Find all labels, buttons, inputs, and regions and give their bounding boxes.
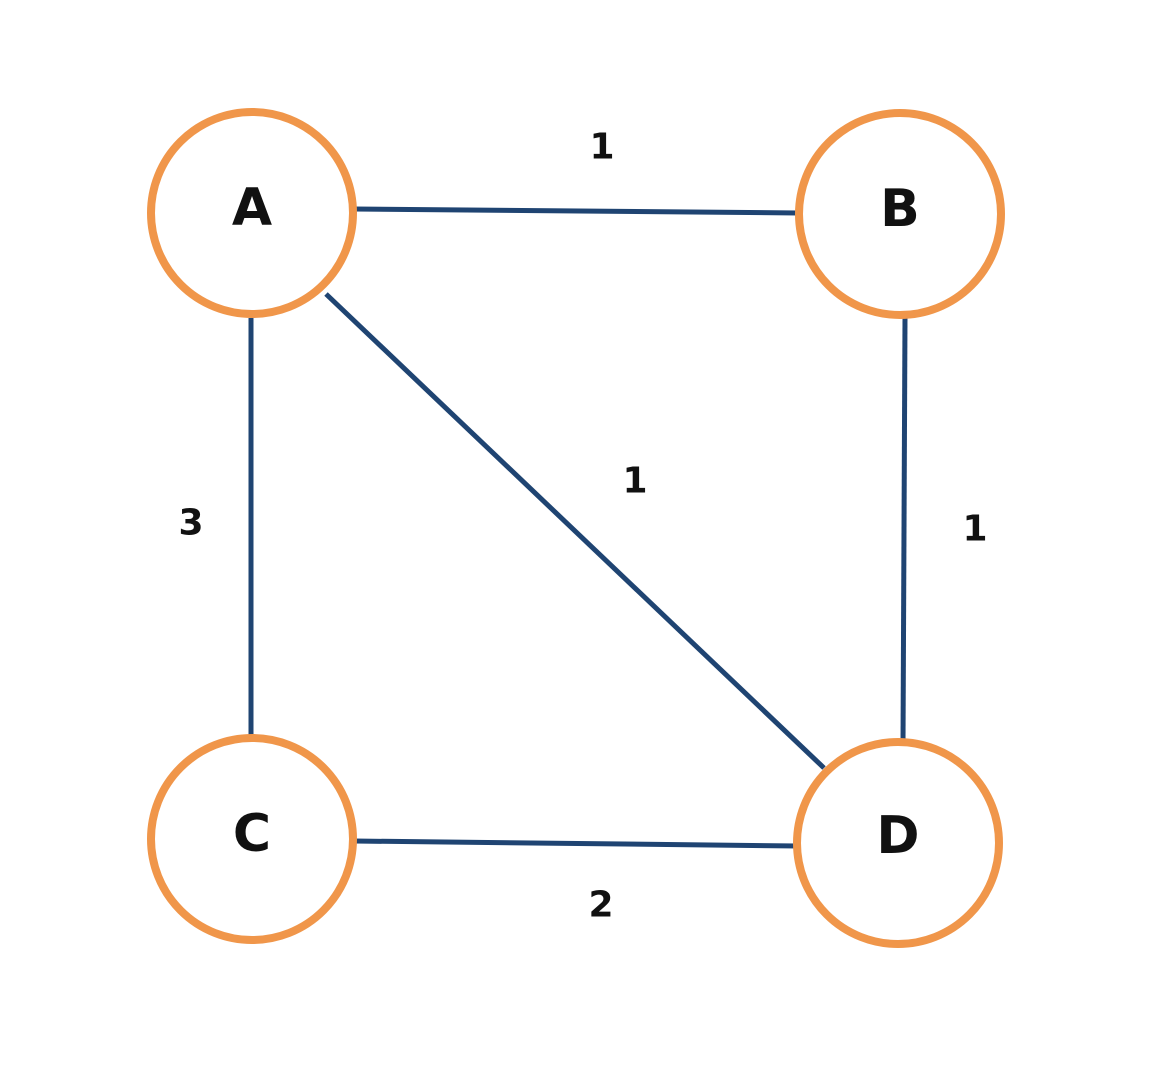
edge-weight-c-d: 2 [588,885,613,926]
node-d-circle [793,738,1003,948]
edge-c-d [353,838,799,849]
node-c-circle [147,734,357,944]
node-c: C [147,734,357,944]
edge-weights: 1 3 1 1 2 [178,127,987,926]
node-a-circle [147,108,357,318]
node-a-label: A [232,178,272,238]
node-b: B [795,109,1005,319]
edge-weight-a-d: 1 [622,461,647,502]
node-d: D [793,738,1003,948]
edge-weight-a-c: 3 [178,503,203,544]
node-b-label: B [880,179,920,239]
edge-b-d [900,317,908,744]
node-d-label: D [876,806,919,866]
edge-weight-b-d: 1 [962,509,987,550]
node-b-circle [795,109,1005,319]
node-a: A [147,108,357,318]
edges [248,206,908,849]
edge-weight-a-b: 1 [589,127,614,168]
edge-a-b [353,206,799,216]
node-c-label: C [233,804,271,864]
edge-a-d [324,292,826,770]
